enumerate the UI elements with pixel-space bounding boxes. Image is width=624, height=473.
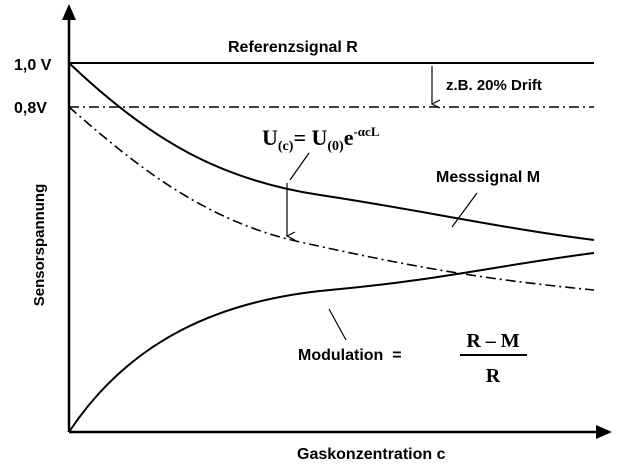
- formula-pointer-line: [289, 152, 310, 181]
- modulation-pointer-line: [328, 308, 347, 341]
- reference-label: Referenzsignal R: [228, 39, 358, 56]
- formula-rhs-sub: (0): [327, 139, 344, 154]
- formula-text: U(c)= U(0)e-αcL: [262, 124, 380, 154]
- modulation-label: Modulation =: [298, 347, 402, 364]
- tick-label-1v: 1,0 V: [14, 57, 52, 74]
- drift-label: z.B. 20% Drift: [446, 77, 542, 94]
- y-axis-arrow-icon: [62, 4, 76, 20]
- x-axis: [69, 425, 612, 439]
- modulation-curve: [68, 252, 595, 433]
- x-axis-label: Gaskonzentration c: [297, 446, 446, 463]
- measurement-pointer-line: [451, 192, 478, 228]
- formula-rhs-exp: -αcL: [353, 124, 379, 139]
- y-axis: [62, 4, 76, 432]
- fraction-numerator: R – M: [466, 330, 519, 352]
- fraction-denominator: R: [486, 365, 501, 387]
- formula-lhs-main: U: [262, 125, 278, 150]
- measurement-curve: [68, 62, 595, 241]
- tick-label-0-8v: 0,8V: [14, 100, 47, 117]
- formula-rhs-e: e: [344, 125, 354, 150]
- formula: U(c)= U(0)e-αcL: [262, 124, 380, 181]
- x-axis-arrow-icon: [596, 425, 612, 439]
- y-axis-label: Sensorspannung: [31, 184, 48, 307]
- measurement-label: Messsignal M: [436, 169, 540, 186]
- formula-lhs-sub: (c): [278, 139, 294, 154]
- drifted-measurement-curve: [68, 106, 595, 291]
- formula-rhs-main: U: [311, 125, 327, 150]
- formula-equals: =: [293, 125, 311, 150]
